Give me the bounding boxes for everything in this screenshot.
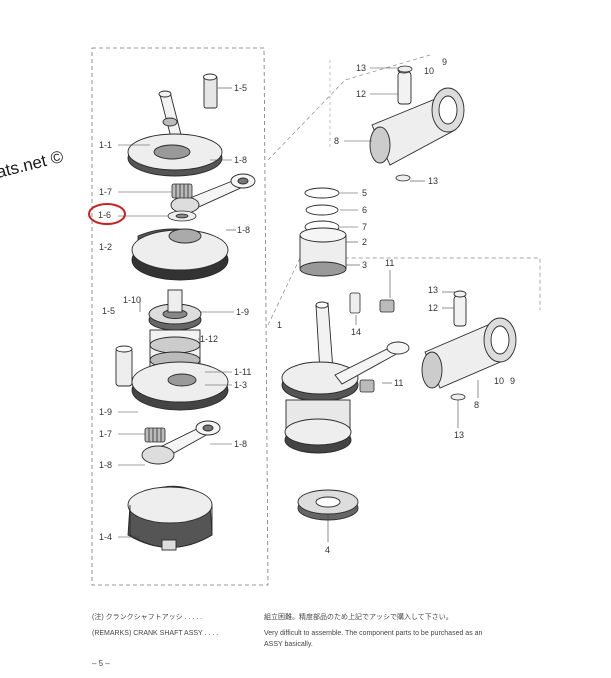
piston-pin-upper	[397, 66, 412, 105]
piston-group-link-line	[267, 54, 431, 161]
label-1-3: 1-3	[234, 380, 247, 390]
remarks-jp-key: (注) クランクシャフトアッシ . . . . .	[92, 614, 203, 621]
remarks-en-value-2: ASSY basically.	[264, 641, 313, 648]
label-2: 2	[362, 237, 367, 247]
label-8: 8	[474, 400, 479, 410]
label-1-9: 1-9	[236, 307, 249, 317]
label-1-10: 1-10	[123, 295, 141, 305]
label-1-8: 1-8	[234, 155, 247, 165]
piston-pin-lower	[453, 290, 467, 327]
piston-upper	[299, 227, 347, 277]
remarks-en-line: (REMARKS) CRANK SHAFT ASSY . . . . Very d…	[92, 630, 482, 637]
crank-web-mid	[131, 228, 229, 281]
needle-bearing-lower	[144, 427, 166, 443]
label-1-5: 1-5	[234, 83, 247, 93]
connecting-rod-upper	[170, 173, 256, 214]
label-11: 11	[394, 378, 403, 388]
label-1-11: 1-11	[234, 367, 251, 377]
piston-ring-set-upper	[304, 187, 340, 234]
remarks-en-key: (REMARKS) CRANK SHAFT ASSY . . . .	[92, 630, 219, 637]
label-1-8: 1-8	[234, 439, 247, 449]
label-8: 8	[334, 136, 339, 146]
label-6: 6	[362, 205, 367, 215]
crank-pin-upper	[203, 73, 218, 109]
label-1-7: 1-7	[99, 429, 112, 439]
watermark-text: ats.net ©	[0, 147, 66, 182]
cylinder-liner-lower	[421, 317, 517, 389]
label-13: 13	[356, 63, 366, 73]
part-labels-right: 13 10 9 12 8 13 5 6 7 2 3 11 1 14 11 13 …	[277, 57, 515, 555]
needle-bearing-upper	[171, 183, 193, 199]
label-1-2: 1-2	[99, 242, 112, 252]
label-13: 13	[428, 176, 438, 186]
label-1-6: 1-6	[98, 210, 111, 220]
label-4: 4	[325, 545, 330, 555]
label-13: 13	[454, 430, 464, 440]
label-11: 11	[385, 258, 394, 268]
label-9: 9	[510, 376, 515, 386]
remarks-en-line-2: ASSY basically.	[92, 641, 313, 648]
page-number: – 5 –	[92, 659, 110, 668]
crankshaft-assy-boundary	[91, 47, 269, 586]
label-12: 12	[356, 89, 366, 99]
lower-piston-link-line	[267, 257, 541, 326]
crank-web-upper	[127, 133, 223, 177]
label-1-7: 1-7	[99, 187, 112, 197]
remarks-en-value: Very difficult to assemble. The componen…	[264, 630, 483, 637]
label-10: 10	[494, 376, 504, 386]
label-9: 9	[442, 57, 447, 67]
label-1-5: 1-5	[102, 306, 115, 316]
connecting-rod-right	[334, 341, 410, 385]
crank-web-bottom	[127, 485, 213, 551]
small-parts	[349, 65, 466, 401]
label-1: 1	[277, 320, 282, 330]
leader-lines-right	[327, 67, 479, 542]
label-10: 10	[424, 66, 434, 76]
label-1-4: 1-4	[99, 532, 112, 542]
crankshaft-right	[281, 301, 359, 454]
label-1-9: 1-9	[99, 407, 112, 417]
cylinder-liner-upper	[369, 87, 465, 166]
label-13: 13	[428, 285, 438, 295]
needle-bearing-right	[359, 299, 395, 393]
label-5: 5	[362, 188, 367, 198]
main-bearing-bottom	[297, 489, 359, 521]
thrust-washer	[167, 210, 197, 222]
remarks-jp-line: (注) クランクシャフトアッシ . . . . . 組立困難。精度部品のため上記で…	[92, 612, 453, 622]
crank-web-lower	[131, 361, 229, 411]
main-bearing-center	[148, 289, 202, 331]
highlight-circle	[88, 203, 126, 225]
leader-lines-left	[118, 87, 236, 538]
label-1-1: 1-1	[99, 140, 112, 150]
label-7: 7	[362, 222, 367, 232]
part-labels-left: 1-5 1-1 1-8 1-7 1-6 1-8 1-2 1-10 1-5 1-9…	[98, 83, 251, 542]
label-1-8: 1-8	[99, 460, 112, 470]
label-3: 3	[362, 260, 367, 270]
remarks-jp-value: 組立困難。精度部品のため上記でアッシで購入して下さい。	[264, 614, 453, 621]
label-1-8: 1-8	[237, 225, 250, 235]
label-12: 12	[428, 303, 438, 313]
label-14: 14	[351, 327, 361, 337]
label-1-12: 1-12	[200, 334, 218, 344]
connecting-rod-lower	[141, 420, 221, 465]
crank-pin-lower	[115, 345, 133, 387]
